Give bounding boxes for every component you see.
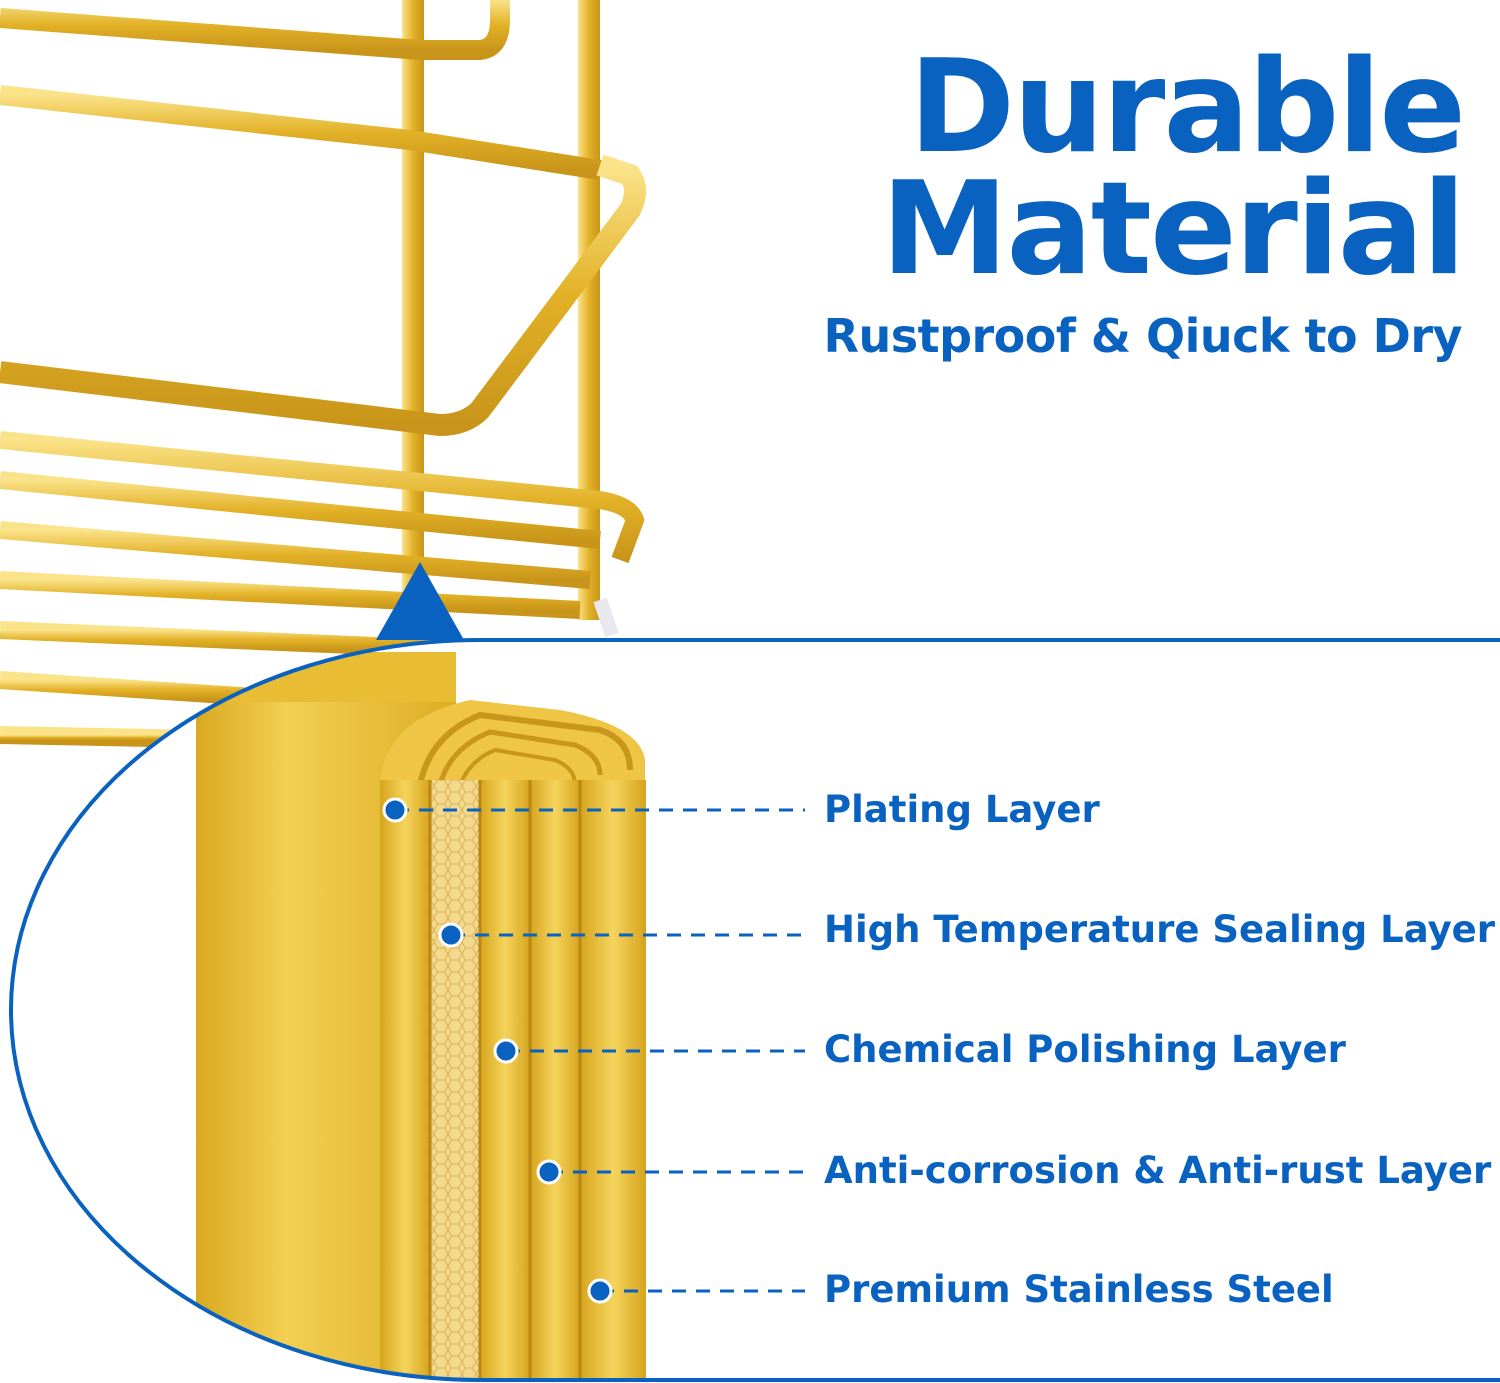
headline-subtitle: Rustproof & Qiuck to Dry <box>823 309 1463 363</box>
layer-marker-dot-icon <box>587 1278 613 1304</box>
layer-label-plating: Plating Layer <box>824 788 1100 831</box>
layer-marker-dots <box>382 797 613 1304</box>
layer-leader-lines <box>395 808 805 1293</box>
headline-line-1: Durable <box>908 33 1466 182</box>
layer-label-stainless-steel: Premium Stainless Steel <box>824 1268 1334 1311</box>
layer-label-polishing: Chemical Polishing Layer <box>824 1028 1346 1071</box>
layer-marker-dot-icon <box>536 1159 562 1185</box>
layered-rod-cross-section <box>196 652 646 1380</box>
magnifier-lens-outline <box>9 637 1500 1382</box>
layer-marker-dot-icon <box>438 922 464 948</box>
layer-marker-dot-icon <box>382 797 408 823</box>
headline-line-2: Material <box>881 155 1466 304</box>
layer-label-anti-corrosion: Anti-corrosion & Anti-rust Layer <box>824 1149 1492 1192</box>
wire-basket <box>0 0 646 749</box>
layer-marker-dot-icon <box>493 1038 519 1064</box>
pointer-arrow-icon <box>376 562 464 640</box>
layer-label-sealing: High Temperature Sealing Layer <box>824 908 1496 951</box>
